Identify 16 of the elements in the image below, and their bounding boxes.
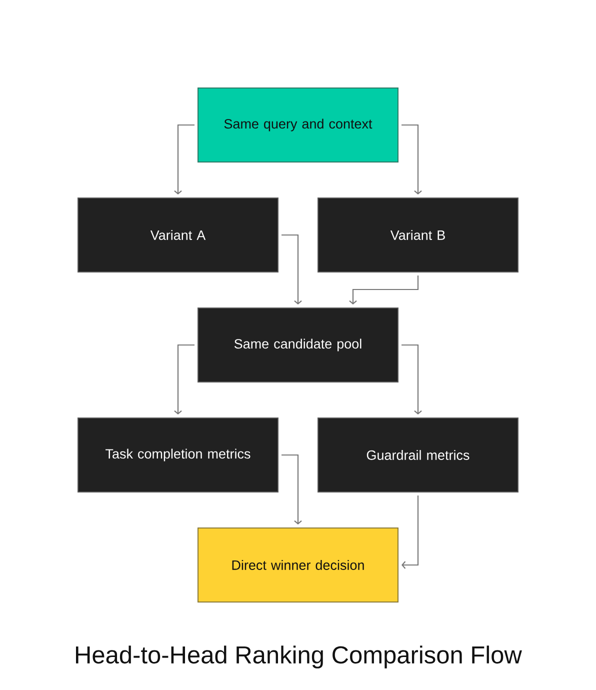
process-box: Same candidate pool [198,308,398,382]
arrow [402,124,422,194]
arrow [402,344,422,414]
process-box: Guardrail metrics [318,418,518,492]
arrow [402,496,419,569]
arrow [282,454,302,524]
process-box: Variant A [78,198,278,272]
process-box: Same query and context [198,88,398,162]
arrow [174,124,194,194]
process-box: Direct winner decision [198,528,398,602]
process-box: Task completion metrics [78,418,278,492]
process-box: Variant B [318,198,518,272]
arrow [349,276,419,304]
title: Head-to-Head Ranking Comparison Flow [76,646,522,668]
arrow [174,344,194,414]
arrow [282,234,302,304]
